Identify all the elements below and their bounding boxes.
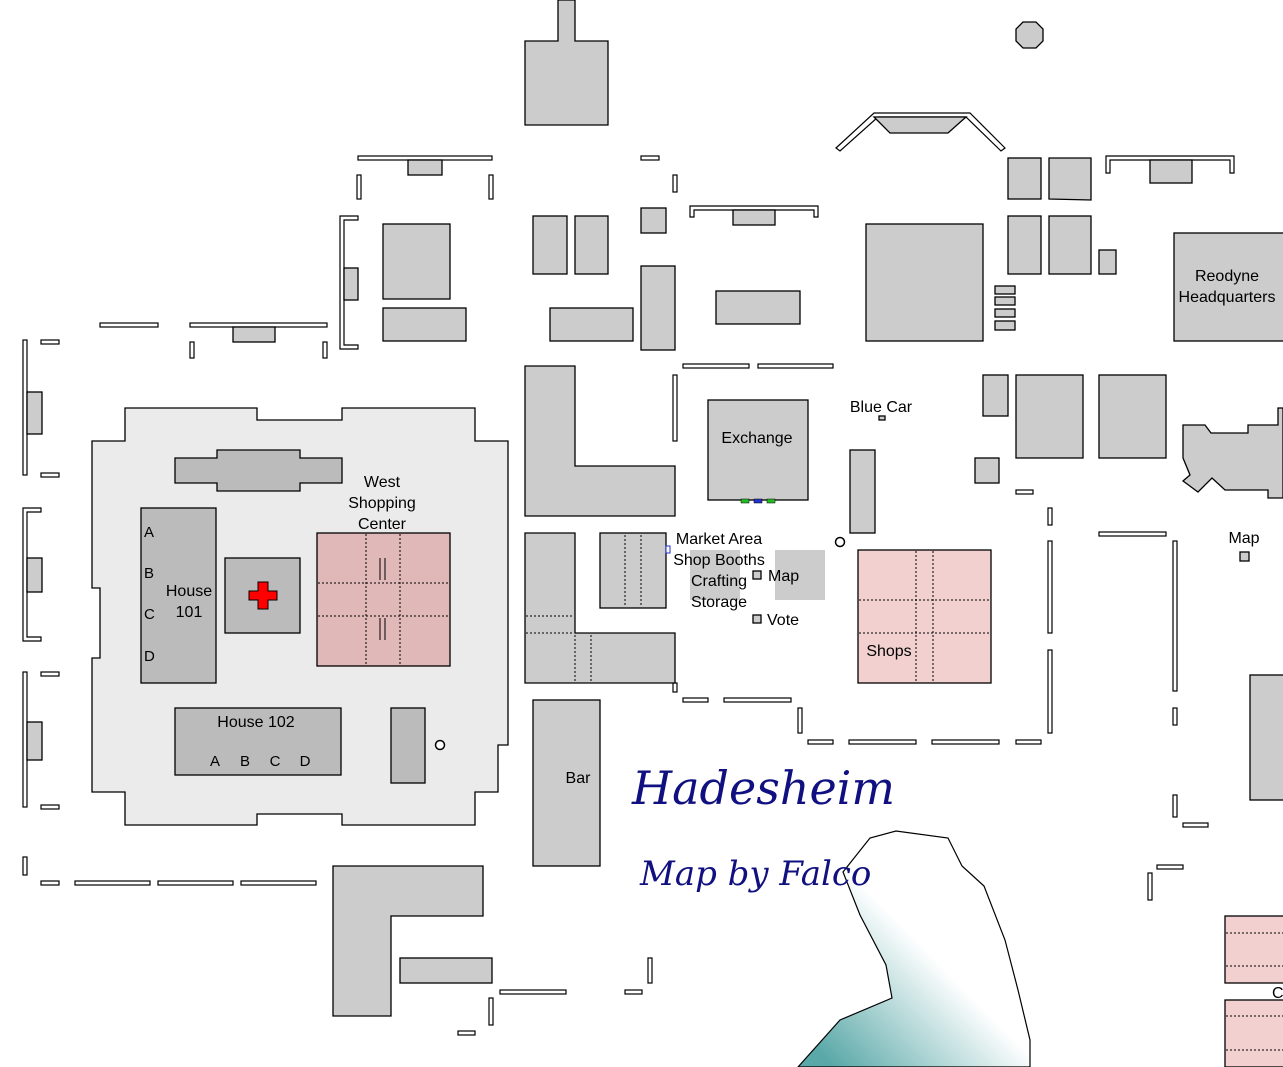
label-map-east: Map xyxy=(1228,530,1259,547)
label-house-101-2: 101 xyxy=(176,604,203,621)
label-house-102-c: C xyxy=(270,753,281,770)
label-house-101-a: A xyxy=(144,524,154,541)
fences-center xyxy=(640,155,1235,901)
reodyne-headquarters xyxy=(1173,232,1283,342)
map-labels: West Shopping Center House 101 A B C D H… xyxy=(144,268,1283,1002)
buildings xyxy=(332,0,1283,1067)
exchange-building xyxy=(707,399,809,501)
label-crafting: Crafting xyxy=(691,573,747,590)
label-west-shopping-2: Shopping xyxy=(348,495,416,512)
label-blue-car: Blue Car xyxy=(850,399,913,416)
label-house-102-d: D xyxy=(300,753,311,770)
label-house-102-a: A xyxy=(210,753,220,770)
label-storage: Storage xyxy=(691,594,747,611)
label-house-102-b: B xyxy=(240,753,250,770)
label-reodyne-1: Reodyne xyxy=(1195,268,1259,285)
label-house-101-d: D xyxy=(144,648,155,665)
label-map-center: Map xyxy=(768,568,799,585)
house-102 xyxy=(174,707,342,776)
label-house-101-b: B xyxy=(144,565,154,582)
label-vote: Vote xyxy=(767,612,799,629)
label-exchange: Exchange xyxy=(721,430,792,447)
label-house-102: House 102 xyxy=(217,714,294,731)
label-west-shopping-3: Center xyxy=(358,516,407,533)
west-shopping-center-building xyxy=(316,532,451,667)
shops-building xyxy=(857,549,992,684)
medical-cross-icon xyxy=(248,581,278,610)
label-edge-c: C xyxy=(1272,985,1283,1002)
label-house-101-1: House xyxy=(166,583,212,600)
fences-west xyxy=(22,155,653,1036)
house-101 xyxy=(140,507,217,684)
label-reodyne-2: Headquarters xyxy=(1179,289,1276,306)
label-shop-booths: Shop Booths xyxy=(673,552,765,569)
label-west-shopping-1: West xyxy=(364,474,401,491)
water-area xyxy=(797,830,1031,1067)
west-district-buildings xyxy=(140,449,451,784)
map-title: Hadesheim xyxy=(631,761,895,815)
label-market-area: Market Area xyxy=(676,531,762,548)
bar-building xyxy=(532,699,601,867)
label-shops: Shops xyxy=(866,643,911,660)
label-house-101-c: C xyxy=(144,606,155,623)
map-credit: Map by Falco xyxy=(639,854,871,894)
label-bar: Bar xyxy=(566,770,592,787)
